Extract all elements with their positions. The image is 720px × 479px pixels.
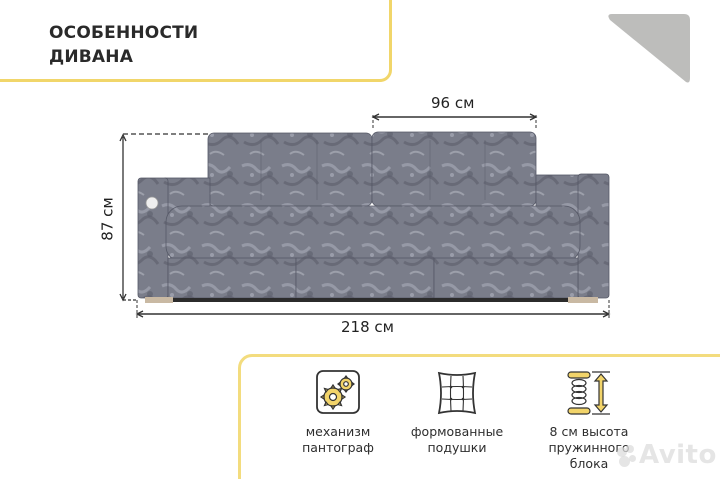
feature-2-line-1: формованные [410, 424, 504, 439]
title-line-1: ОСОБЕННОСТИ [49, 23, 199, 43]
feature-pillows: формованные подушки [397, 370, 517, 456]
pillow-icon [437, 371, 477, 415]
sofa [137, 131, 610, 303]
height-dimension-line [119, 133, 212, 302]
avito-logo-icon [617, 444, 637, 467]
avito-watermark-text: Avito [639, 440, 717, 470]
feature-3-line-3: блока [569, 456, 609, 471]
cushion-width-dimension-line [371, 113, 538, 130]
avito-watermark: Avito [617, 440, 717, 470]
total-width-label: 218 см [341, 318, 394, 336]
height-label: 87 см [98, 197, 117, 241]
feature-1-line-2: пантограф [302, 440, 374, 455]
gears-icon [316, 370, 360, 414]
title-card [0, 0, 392, 82]
feature-3-line-2: пружинного [548, 440, 630, 455]
feature-mechanism: механизм пантограф [278, 370, 398, 456]
feature-3-line-1: 8 см высота [549, 424, 629, 439]
total-width-dimension-line [135, 300, 611, 318]
title-line-2: ДИВАНА [49, 47, 134, 67]
spring-block-icon [567, 371, 610, 415]
feature-1-line-1: механизм [305, 424, 371, 439]
page-title: ОСОБЕННОСТИ ДИВАНА [49, 21, 198, 69]
corner-triangle-decoration [608, 14, 690, 83]
cushion-width-label: 96 см [431, 94, 475, 112]
feature-spring-block: 8 см высота пружинного блока [529, 370, 649, 472]
feature-2-line-2: подушки [427, 440, 487, 455]
